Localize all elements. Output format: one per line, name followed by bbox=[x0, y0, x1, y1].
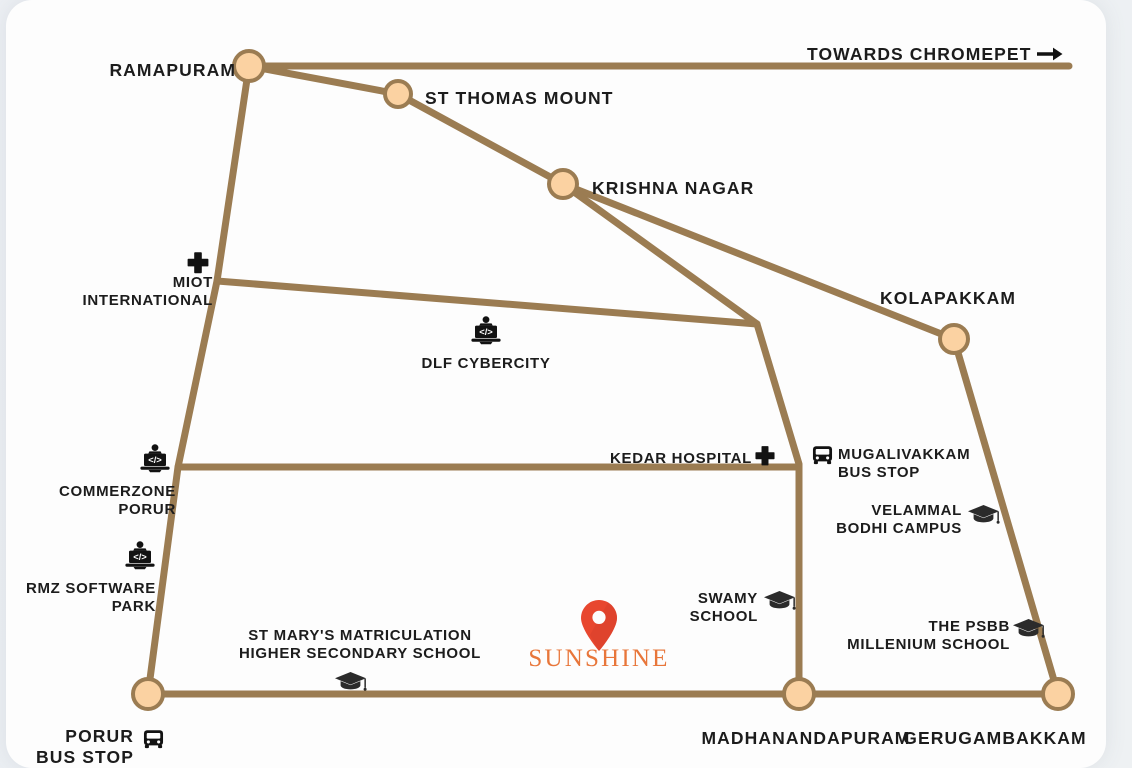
poi-label-miot-international: MIOT INTERNATIONAL bbox=[82, 274, 213, 309]
node-gerugambakkam bbox=[1041, 677, 1075, 711]
towards-chromepet: TOWARDS CHROMEPET bbox=[807, 44, 1063, 65]
road-network bbox=[131, 49, 1075, 711]
tech-park-icon: </> bbox=[471, 316, 501, 345]
town-label-st-thomas-mount: ST THOMAS MOUNT bbox=[425, 88, 614, 108]
graduation-cap-icon bbox=[764, 591, 796, 610]
town-label-krishna-nagar: KRISHNA NAGAR bbox=[592, 178, 755, 198]
brand-name: SUNSHINE bbox=[528, 645, 670, 672]
poi-label-kedar-hospital: KEDAR HOSPITAL bbox=[609, 450, 752, 467]
bus-icon bbox=[812, 446, 833, 465]
graduation-cap-icon bbox=[335, 672, 367, 691]
node-st-thomas-mount bbox=[383, 79, 413, 109]
poi-label-dlf-cybercity: DLF CYBERCITY bbox=[421, 355, 551, 372]
poi-label-st-marys-school: ST MARY'S MATRICULATION HIGHER SECONDARY… bbox=[239, 627, 481, 662]
svg-text:</>: </> bbox=[148, 454, 162, 465]
bus-icon bbox=[143, 730, 164, 749]
road-krishnanagar-junction bbox=[559, 180, 761, 328]
node-krishna-nagar bbox=[547, 168, 579, 200]
road-kolapakkam-gerugambakkam bbox=[950, 335, 1062, 698]
poi-label-velammal-bodhi-campus: VELAMMAL BODHI CAMPUS bbox=[836, 502, 962, 537]
town-label-gerugambakkam: GERUGAMBAKKAM bbox=[903, 728, 1087, 748]
svg-text:</>: </> bbox=[133, 551, 147, 562]
town-label-kolapakkam: KOLAPAKKAM bbox=[880, 288, 1017, 308]
node-kolapakkam bbox=[938, 323, 970, 355]
node-madhanandapuram bbox=[782, 677, 816, 711]
town-nodes bbox=[131, 49, 1075, 711]
graduation-cap-icon bbox=[1013, 619, 1045, 638]
town-label-madhanandapuram: MADHANANDAPURAM bbox=[701, 728, 911, 748]
road-miot-junction bbox=[213, 277, 761, 328]
poi-label-the-psbb-millenium-school: THE PSBB MILLENIUM SCHOOL bbox=[847, 618, 1010, 653]
hospital-cross-icon bbox=[755, 446, 775, 466]
svg-text:</>: </> bbox=[479, 326, 493, 337]
tech-park-icon: </> bbox=[125, 541, 155, 570]
road-ramapuram-porur bbox=[144, 62, 253, 698]
poi-label-rmz-software-park: RMZ SOFTWARE PARK bbox=[25, 580, 156, 615]
map-pin-icon[interactable] bbox=[578, 598, 620, 654]
poi-label-mugalivakkam-bus-stop: MUGALIVAKKAM BUS STOP bbox=[838, 446, 971, 481]
graduation-cap-icon bbox=[968, 505, 1000, 524]
tech-park-icon: </> bbox=[140, 444, 170, 473]
poi-label-commerzone-porur: COMMERZONE PORUR bbox=[59, 483, 176, 518]
towards-chromepet-label: TOWARDS CHROMEPET bbox=[807, 44, 1032, 64]
hospital-cross-icon bbox=[187, 252, 209, 274]
road-krishnanagar-kolapakkam bbox=[559, 180, 958, 343]
map-card: RAMAPURAM ST THOMAS MOUNT KRISHNA NAGAR … bbox=[6, 0, 1106, 768]
node-ramapuram bbox=[232, 49, 266, 83]
arrow-right-icon bbox=[1036, 47, 1062, 61]
poi-label-swamy-school: SWAMY SCHOOL bbox=[689, 590, 758, 625]
town-label-ramapuram: RAMAPURAM bbox=[109, 60, 236, 80]
node-porur-bus-stop bbox=[131, 677, 165, 711]
town-label-porur-bus-stop: PORUR BUS STOP bbox=[36, 726, 134, 767]
